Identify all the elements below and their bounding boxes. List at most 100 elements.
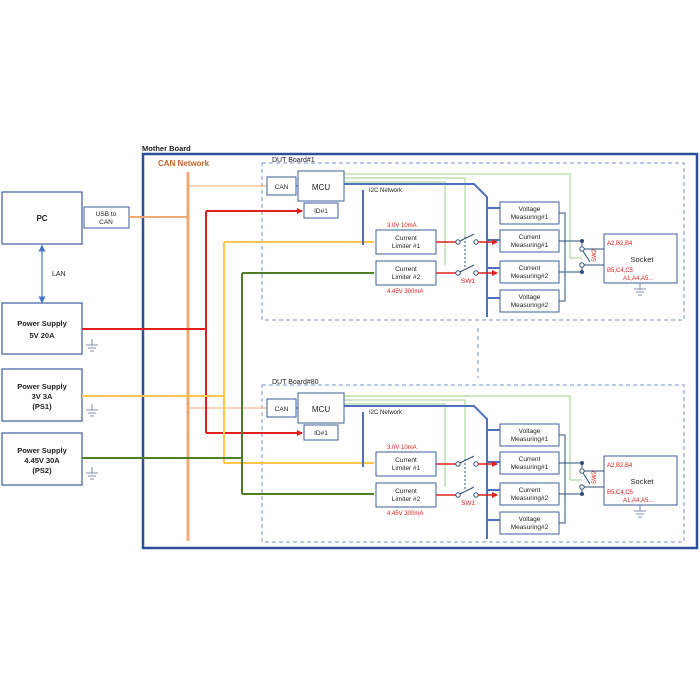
socket-box [603, 233, 678, 284]
measuring-blocks: Voltage Measuring#1 Current Measuring#1 … [499, 201, 560, 313]
current-measuring-1-line2: Measuring#1 [511, 242, 549, 249]
power-3v-wire [82, 241, 374, 464]
power-supply-5v: Power Supply 5V 20A [1, 302, 83, 355]
dut-board-1: I2C Network CAN MCU ID#1 3.0V 10mA Curre… [266, 170, 678, 317]
socket-pins-a: A2,B2,B4 [607, 241, 633, 247]
socket-box [603, 455, 678, 506]
voltage-measuring-1-line2: Measuring#1 [511, 436, 549, 443]
voltage-measuring-1-line2: Measuring#1 [511, 214, 549, 221]
junction-dot [580, 461, 584, 465]
sw2-label: SW2 [592, 248, 598, 262]
power-supply-line1: Power Supply [17, 382, 67, 391]
can-label: CAN [275, 184, 289, 191]
voltage-measuring-1-line1: Voltage [519, 206, 541, 213]
id-label: ID#1 [314, 430, 328, 437]
can-network-bus [129, 172, 267, 541]
current-limiter-2-box [375, 482, 437, 508]
id-box [303, 424, 339, 441]
junction-dot [580, 270, 584, 274]
switch-sw2 [579, 468, 604, 490]
power-supply-box [1, 432, 83, 486]
power-supply-line3: (PS2) [32, 466, 52, 475]
voltage-measuring-2-line1: Voltage [519, 294, 541, 301]
sw1-label: SW1 [461, 500, 475, 507]
socket-pins-b: B5,C4,C5 [607, 268, 634, 274]
current-limiter-2-line1: Current [395, 488, 417, 495]
power-supply-line1: Power Supply [17, 319, 67, 328]
limiter-2-rating: 4.45V 300mA [387, 511, 423, 517]
ground-symbol [634, 505, 646, 518]
current-limiter-1-box [375, 451, 437, 477]
power-supply-box [1, 302, 83, 355]
switch-sw2 [579, 246, 604, 268]
current-limiter-2-line2: Limiter #2 [392, 274, 421, 281]
sw1-label: SW1 [461, 278, 475, 285]
i2c-network-label: I2C Network [369, 188, 403, 194]
ground-symbol [86, 339, 98, 480]
limiter-1-rating: 3.0V 10mA [387, 445, 417, 451]
voltage-measuring-1-line1: Voltage [519, 428, 541, 435]
current-limiter-2-line1: Current [395, 266, 417, 273]
current-limiter-1-box [375, 229, 437, 255]
control-lines [344, 173, 582, 265]
pc-box [1, 191, 83, 245]
socket-label: Socket [631, 255, 655, 264]
current-measuring-1-line2: Measuring#1 [511, 464, 549, 471]
limiter-1-rating: 3.0V 10mA [387, 223, 417, 229]
mother-board-label: Mother Board [142, 144, 191, 153]
socket-pins-b: B5,C4,C5 [607, 490, 634, 496]
id-label: ID#1 [314, 208, 328, 215]
current-limiter-1-line2: Limiter #1 [392, 465, 421, 472]
socket-pins-a: A2,B2,B4 [607, 463, 633, 469]
voltage-measuring-2-line1: Voltage [519, 516, 541, 523]
pc-block: PC [1, 191, 83, 245]
junction-dot [580, 492, 584, 496]
current-limiter-1-line2: Limiter #1 [392, 243, 421, 250]
socket-pins-c: A1,A4,A5... [623, 276, 654, 282]
power-supply-line2: 3V 3A [32, 392, 53, 401]
power-supply-line2: 5V 20A [29, 331, 55, 340]
usb-can-label-line2: CAN [99, 219, 113, 226]
power-supply-line3: (PS1) [32, 402, 52, 411]
current-measuring-1-line1: Current [519, 234, 541, 241]
power-supply-line2: 4.45V 30A [24, 456, 60, 465]
measuring-blocks: Voltage Measuring#1 Current Measuring#1 … [499, 423, 560, 535]
switch-output-wires [478, 461, 498, 498]
junction-dot [580, 239, 584, 243]
current-measuring-2-line1: Current [519, 265, 541, 272]
switch-sw1 [436, 455, 479, 498]
power-supply-line1: Power Supply [17, 446, 67, 455]
current-limiter-2-line2: Limiter #2 [392, 496, 421, 503]
voltage-measuring-2-line2: Measuring#2 [511, 302, 549, 309]
power-supply-ps2: Power Supply 4.45V 30A (PS2) [1, 432, 83, 486]
control-lines [344, 395, 582, 487]
socket-pins-c: A1,A4,A5... [623, 498, 654, 504]
limiter-2-rating: 4.45V 300mA [387, 289, 423, 295]
voltage-measuring-2-line2: Measuring#2 [511, 524, 549, 531]
dut-board-1-title: DUT Board#1 [272, 157, 315, 164]
dut-board-80-title: DUT Board#80 [272, 379, 319, 386]
usb-can-label-line1: USB to [96, 211, 117, 218]
current-limiter-1-line1: Current [395, 235, 417, 242]
can-network-label: CAN Network [158, 159, 210, 168]
i2c-network-bus [344, 183, 500, 317]
pc-label: PC [36, 214, 47, 223]
lan-link: LAN [38, 244, 66, 304]
current-measuring-2-line1: Current [519, 487, 541, 494]
measure-wiring [559, 212, 583, 302]
dut-board-80: I2C Network CAN MCU ID#1 3.0V 10mA Curre… [266, 392, 678, 539]
current-measuring-1-line1: Current [519, 456, 541, 463]
power-supply-box [1, 368, 83, 422]
i2c-network-label: I2C Network [369, 410, 403, 416]
measure-wiring [559, 434, 583, 524]
socket-label: Socket [631, 477, 655, 486]
usb-can-block: USB to CAN [83, 206, 130, 229]
power-4v45-wire [82, 272, 374, 495]
current-measuring-2-line2: Measuring#2 [511, 495, 549, 502]
current-measuring-2-line2: Measuring#2 [511, 273, 549, 280]
mcu-label: MCU [312, 183, 330, 192]
current-limiter-1-line1: Current [395, 457, 417, 464]
mcu-box [297, 170, 345, 202]
sw2-label: SW2 [592, 470, 598, 484]
